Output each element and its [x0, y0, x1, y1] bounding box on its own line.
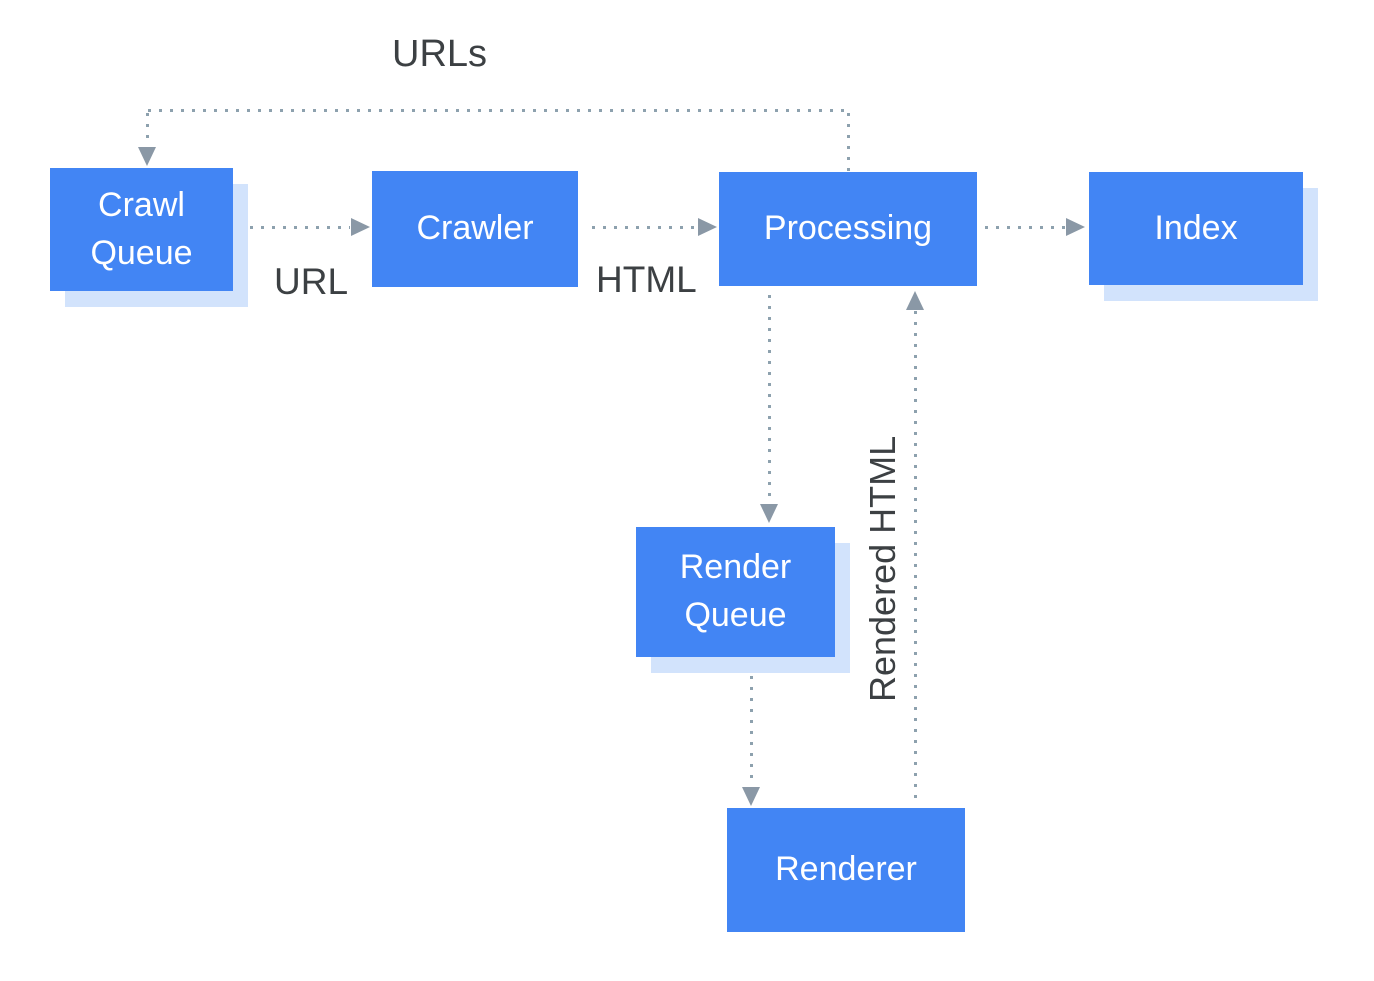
node-renderer: Renderer: [727, 808, 965, 932]
edge-label-url: URL: [274, 261, 349, 302]
edge-processing-to-crawl-queue-left-leg: [146, 113, 149, 146]
arrowhead-up-into-processing: [906, 291, 924, 310]
arrowhead-into-render-queue: [760, 504, 778, 523]
edge-processing-to-index: [985, 226, 1065, 229]
edge-label-html: HTML: [596, 259, 697, 300]
edge-crawler-to-processing: [592, 226, 697, 229]
node-crawl-queue: Crawl Queue: [50, 168, 233, 291]
edge-processing-to-crawl-queue-horizontal: [148, 109, 850, 112]
node-render-queue: Render Queue: [636, 527, 835, 657]
arrowhead-into-renderer: [742, 787, 760, 806]
edge-crawl-queue-to-crawler: [250, 226, 350, 229]
arrowhead-into-processing: [698, 218, 717, 236]
node-processing: Processing: [719, 172, 977, 286]
edge-renderer-to-processing: [914, 311, 917, 805]
node-crawler: Crawler: [372, 171, 578, 287]
edge-processing-to-crawl-queue-right-leg: [847, 113, 850, 172]
edge-label-urls: URLs: [392, 33, 488, 75]
arrowhead-into-crawler: [351, 218, 370, 236]
edge-processing-to-render-queue: [768, 295, 771, 502]
arrowhead-into-index: [1066, 218, 1085, 236]
edge-label-rendered-html: Rendered HTML: [862, 435, 903, 703]
edge-render-queue-to-renderer: [750, 676, 753, 785]
node-index: Index: [1089, 172, 1303, 285]
arrowhead-into-crawl-queue: [138, 147, 156, 166]
